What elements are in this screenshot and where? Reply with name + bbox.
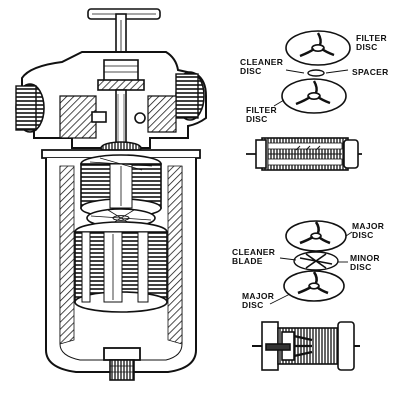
filter-housing [15, 8, 207, 381]
label-minor-disc: MINOR DISC [350, 253, 380, 272]
drain-plug [103, 347, 141, 381]
label-spacer: SPACER [352, 67, 389, 77]
major-disc-lower [283, 270, 345, 302]
major-disc-upper [285, 220, 347, 252]
label-major-disc-left: MAJOR DISC [242, 291, 275, 310]
housing-flange [41, 149, 201, 159]
label-cleaner-blade: CLEANER BLADE [232, 247, 276, 266]
filter-stack-assembly [246, 137, 362, 171]
filter-disc-upper [285, 30, 351, 66]
label-filter-disc-left: FILTER DISC [246, 105, 277, 124]
label-major-disc-top: MAJOR DISC [352, 221, 385, 240]
element-stack-lower [74, 221, 168, 313]
spacer-ring [307, 69, 325, 77]
label-filter-disc-top: FILTER DISC [356, 33, 387, 52]
element-stack-upper [80, 154, 162, 218]
leader-lines-top [273, 69, 349, 107]
head-casting [15, 51, 207, 155]
disc-set-bottom [269, 220, 353, 305]
label-cleaner-disc: CLEANER DISC [240, 57, 284, 76]
minor-disc [293, 251, 339, 271]
disc-set-top [273, 30, 351, 114]
leader-lines-bottom [269, 231, 353, 305]
cleaner-stack-assembly [252, 321, 360, 371]
filter-disc-lower [281, 78, 347, 114]
